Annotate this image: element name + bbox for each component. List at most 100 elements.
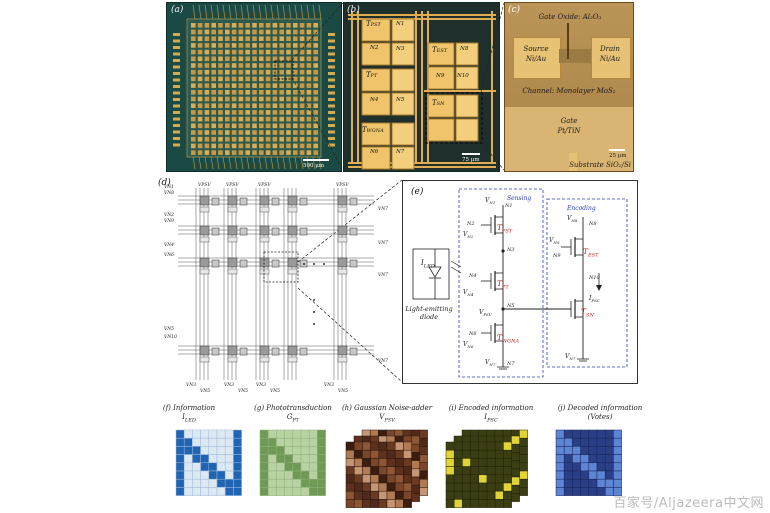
bond-lead [288,4,292,20]
drain-material: Ni/Au [599,55,621,63]
array-cell [197,136,203,142]
side-pad [173,46,180,49]
decoded-cell [563,462,573,472]
array-cell [191,76,196,82]
bond-lead [210,4,214,20]
array-cell [287,225,298,236]
noise-cell [394,482,404,492]
bond-lead [312,4,316,20]
array-cell [265,123,271,129]
array-cell [259,236,270,243]
bond-lead [246,4,250,20]
side-pad [328,111,335,114]
array-cell [271,259,280,268]
array-cell [313,56,318,62]
bond-lead [300,156,304,170]
noise-cell [419,429,428,439]
array-cell [286,56,291,62]
device-pad [361,146,391,170]
info-cell [192,446,201,455]
array-cell [238,143,244,149]
array-cell [238,43,244,48]
noise-cell [419,470,428,480]
pt-cell [317,470,326,480]
encoded-cell [494,449,504,459]
noise-cell [378,466,388,476]
array-cell [204,103,210,108]
array-cell [197,36,203,41]
array-cell [337,206,348,213]
bond-lead [192,156,196,170]
array-cell [252,56,257,62]
array-cell [313,96,318,102]
rail-label-left: VN10 [164,334,177,340]
pt-cell [300,462,310,472]
side-pad [173,143,180,147]
info-cell [200,478,210,488]
device-pad [361,18,391,42]
circuit-node-n1: N1 [505,203,513,209]
array-cell [313,76,318,82]
info-cell [208,446,218,455]
array-cell [265,23,271,28]
array-cell [252,29,257,35]
array-cell [259,206,270,213]
array-cell [245,96,250,102]
array-cell [259,23,264,28]
drain-label: Drain [600,45,620,53]
array-cell [238,150,244,155]
decoded-cell [572,454,581,464]
pt-cell [284,437,294,447]
array-cell [231,143,237,149]
info-cell [233,429,242,439]
array-cell [313,90,318,95]
array-cell [259,123,264,129]
pt-cell [317,478,326,488]
array-cell [252,23,257,28]
array-cell [197,29,203,35]
decoded-cell [596,462,606,472]
encoded-cell [503,499,512,508]
voltage-vn6: VN6 [463,341,474,350]
encoded-cell [470,466,480,476]
pt-cell [267,429,277,439]
array-cell [272,36,278,41]
array-cell [272,56,278,62]
pt-cell [308,437,318,447]
info-cell [224,437,234,447]
array-cell [211,29,216,35]
noise-cell [345,482,355,492]
info-cell [224,446,234,455]
gate-material: Pt/TiN [557,127,581,135]
noise-cell [353,490,363,500]
panel-label-e: (e) [411,187,424,197]
info-cell [175,462,185,472]
array-cell [293,83,298,88]
array-cell [306,23,312,28]
side-pad [328,98,335,101]
led-current-label: ILED [421,259,435,270]
array-cell [252,96,257,102]
array-cell [191,29,196,35]
circuit-diagram: (e) Sensing Encoding ILED Light-emitting… [402,180,638,384]
noise-cell [394,490,404,500]
pt-cell [317,487,326,496]
decoded-cell [604,478,614,488]
array-cell [218,63,223,68]
array-cell [279,56,284,62]
array-cell [313,130,318,135]
array-cell [218,130,223,135]
panel-label-c: (c) [508,5,521,15]
array-cell [272,116,278,122]
decoded-cell [604,429,614,439]
encoded-cell [470,458,480,467]
watermark-text: 百家号/Aljazeera中文网 [613,496,764,511]
array-cell [197,123,203,129]
array-cell [271,197,280,206]
node-label-n8: N8 [460,46,469,52]
noise-cell [386,482,396,492]
array-cell [279,130,284,135]
rail-label-bottom: VN3 [186,382,196,388]
device-pad [391,42,415,66]
